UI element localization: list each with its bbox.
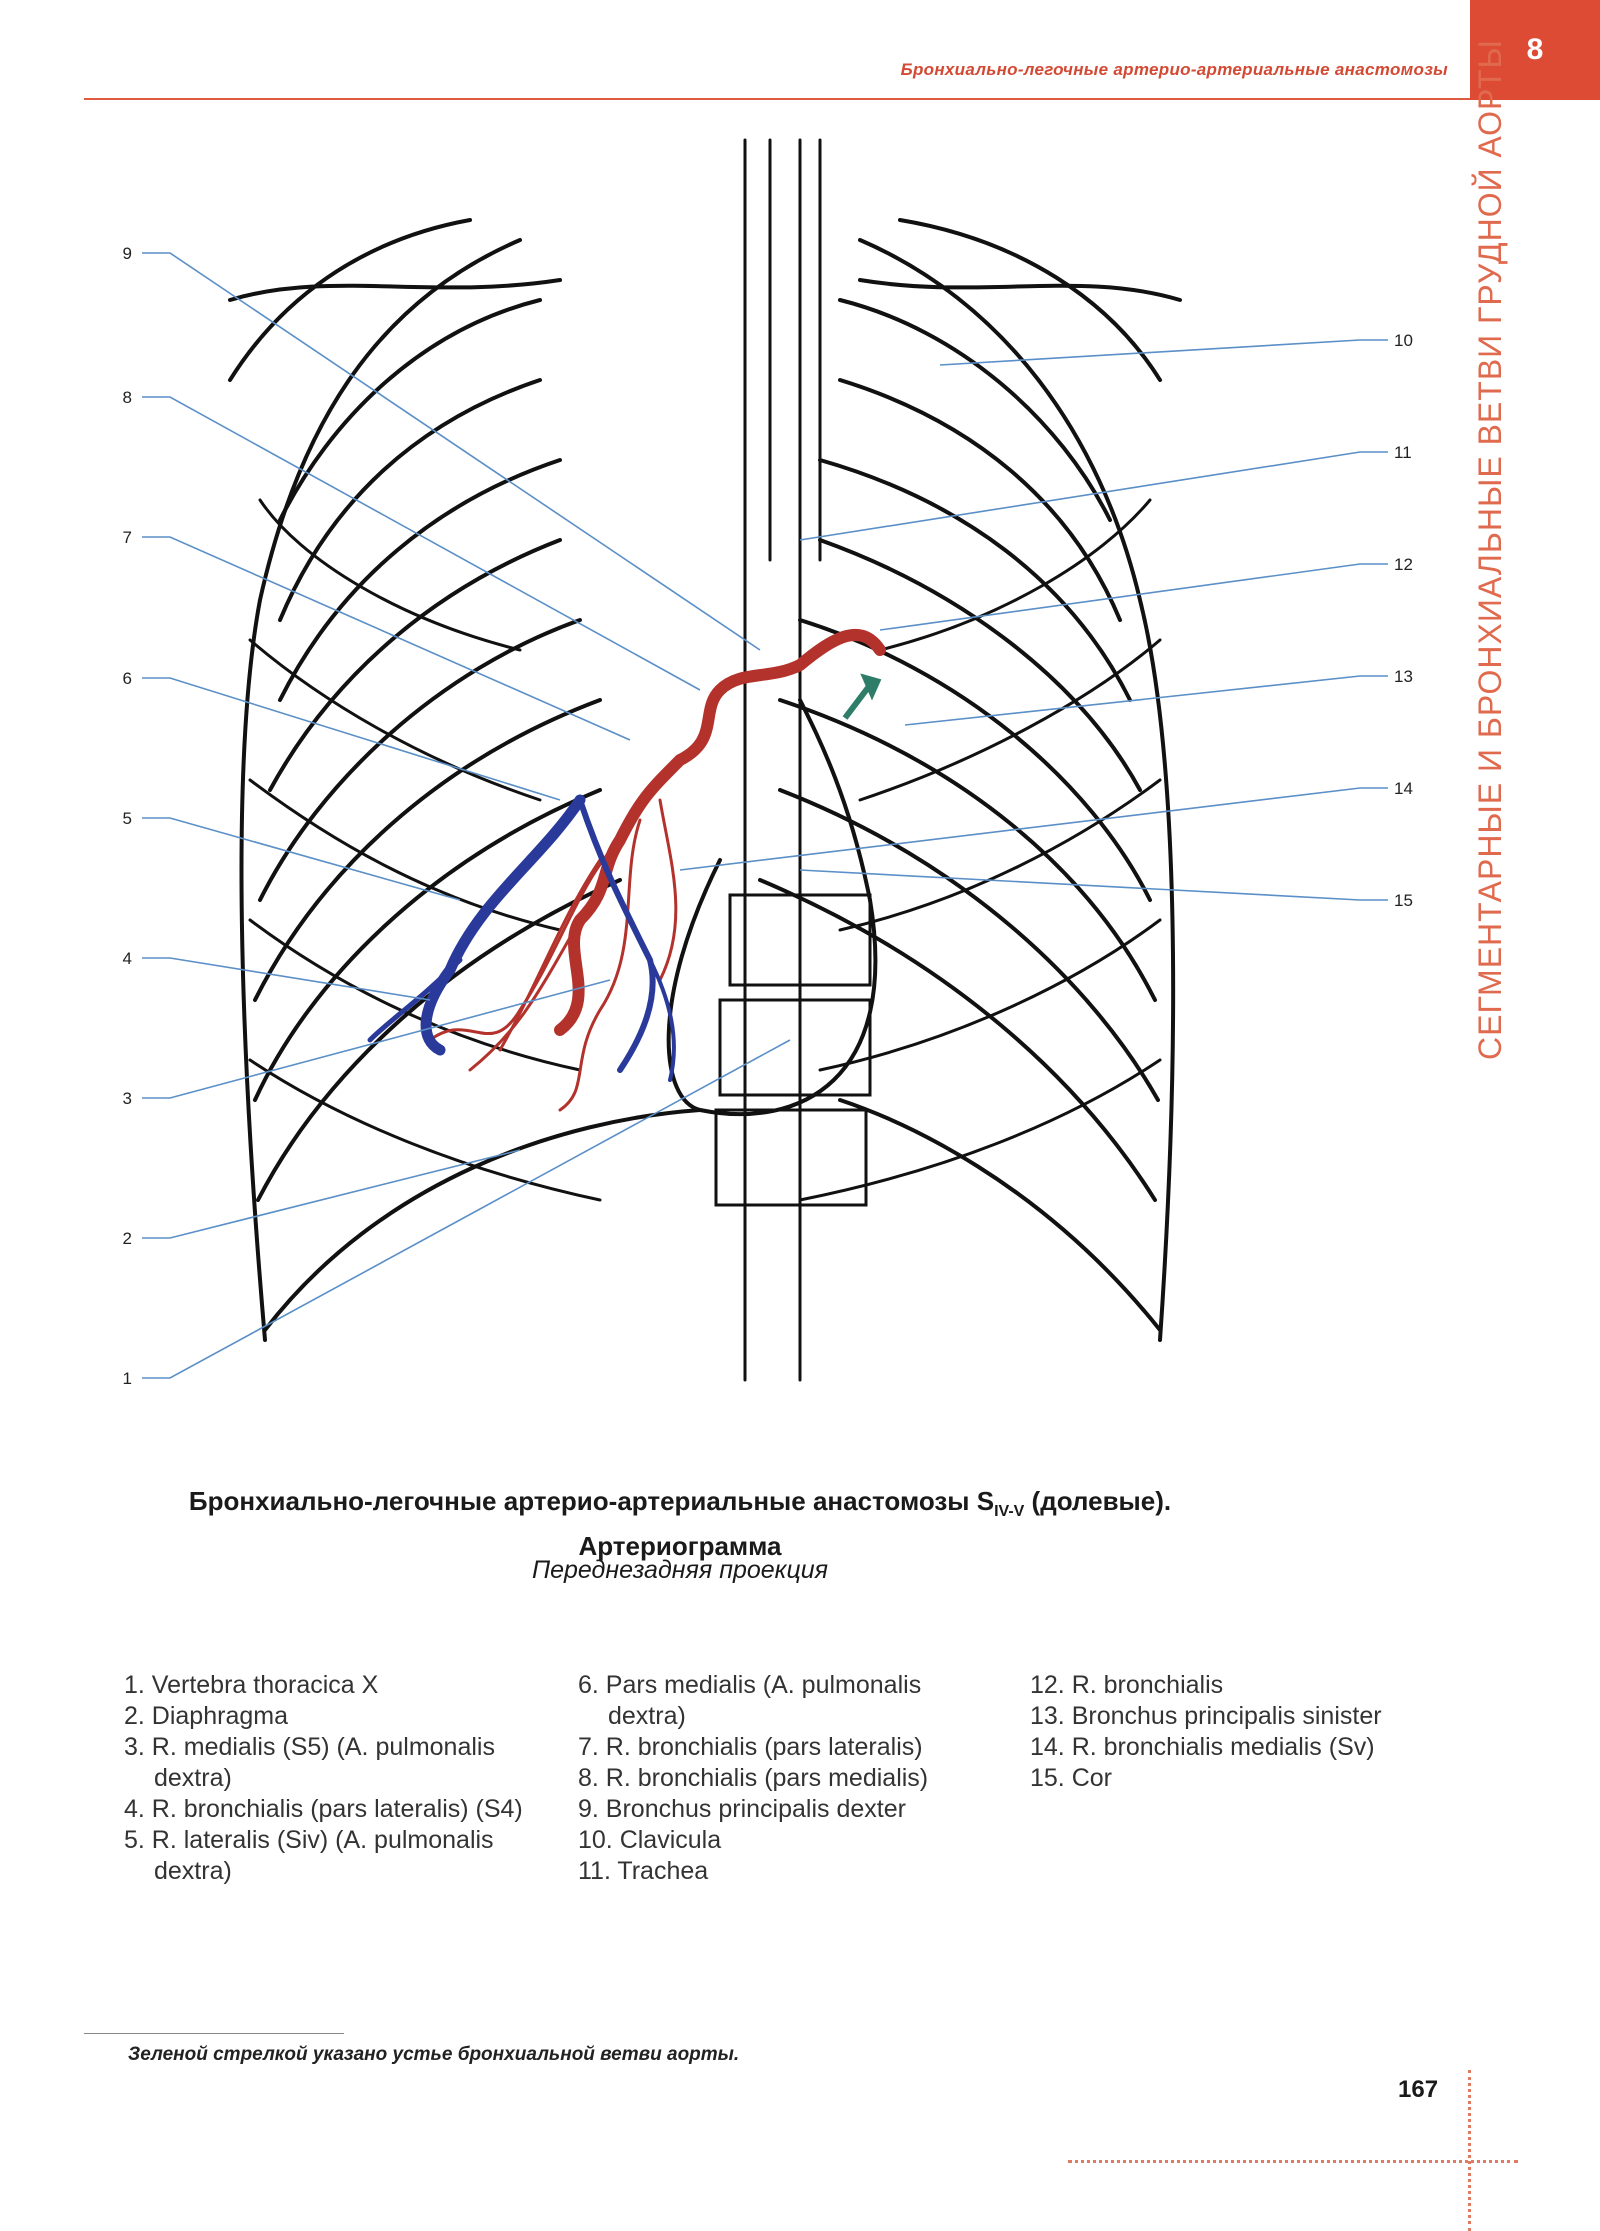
bronchial-artery-tree (428, 628, 886, 1112)
callout-9: 9 (123, 244, 132, 263)
legend-item: 6. Pars medialis (A. pulmonalis dextra) (578, 1671, 922, 1730)
callout-15: 15 (1394, 891, 1413, 910)
callout-3: 3 (123, 1089, 132, 1108)
legend-item: 14. R. bronchialis medialis (Sv) (1030, 1733, 1375, 1761)
pulmonary-artery-branch (367, 794, 676, 1082)
callout-10: 10 (1394, 331, 1413, 350)
callout-4: 4 (123, 949, 132, 968)
figure-caption-subtitle: Переднезадняя проекция (531, 1556, 829, 1584)
page-number: 167 (1398, 2076, 1439, 2103)
side-chapter-title: СЕГМЕНТАРНЫЕ И БРОНХИАЛЬНЫЕ ВЕТВИ ГРУДНО… (1472, 39, 1508, 1060)
green-arrow-icon (842, 673, 882, 720)
callout-5: 5 (123, 809, 132, 828)
header-rule (84, 98, 1470, 100)
callout-6: 6 (123, 669, 132, 688)
legend-item: 8. R. bronchialis (pars medialis) (578, 1764, 929, 1792)
callout-7: 7 (123, 528, 132, 547)
callout-8: 8 (123, 388, 132, 407)
decorative-dotted-line (1068, 2160, 1518, 2163)
running-head: Бронхиально-легочные артерио-артериальны… (900, 60, 1448, 79)
legend-item: 3. R. medialis (S5) (A. pulmonalis dextr… (124, 1733, 495, 1792)
callout-1: 1 (123, 1369, 132, 1388)
legend-column-2: 6. Pars medialis (A. pulmonalis dextra) … (578, 1670, 998, 1887)
legend-item: 11. Trachea (578, 1857, 709, 1885)
legend-item: 15. Cor (1030, 1764, 1112, 1792)
callout-13: 13 (1394, 667, 1413, 686)
legend-column-1: 1. Vertebra thoracica X 2. Diaphragma 3.… (124, 1670, 544, 1887)
legend-item: 4. R. bronchialis (pars lateralis) (S4) (124, 1795, 523, 1823)
legend-item: 13. Bronchus principalis sinister (1030, 1702, 1382, 1730)
legend-item: 5. R. lateralis (Siv) (A. pulmonalis dex… (124, 1826, 494, 1885)
footnote: Зеленой стрелкой указано устье бронхиаль… (128, 2044, 740, 2065)
legend-item: 9. Bronchus principalis dexter (578, 1795, 906, 1823)
legend-item: 12. R. bronchialis (1030, 1671, 1224, 1699)
legend-item: 10. Clavicula (578, 1826, 722, 1854)
footnote-rule (84, 2033, 344, 2034)
legend-item: 2. Diaphragma (124, 1702, 288, 1730)
chapter-number-tab: 8 (1470, 0, 1600, 100)
callout-11: 11 (1394, 443, 1412, 462)
chest-arteriogram-figure: 9 8 7 6 5 4 3 2 1 10 11 12 13 14 15 (123, 138, 1413, 1388)
legend-item: 7. R. bronchialis (pars lateralis) (578, 1733, 923, 1761)
leader-lines (142, 252, 1388, 1379)
figure-caption-title: Бронхиально-легочные артерио-артериальны… (188, 1486, 1172, 1562)
decorative-dotted-line (1468, 2070, 1471, 2231)
thorax-outline (228, 138, 1182, 1382)
legend-item: 1. Vertebra thoracica X (124, 1671, 379, 1699)
callout-2: 2 (123, 1229, 132, 1248)
callout-12: 12 (1394, 555, 1413, 574)
callout-14: 14 (1394, 779, 1413, 798)
legend-column-3: 12. R. bronchialis 13. Bronchus principa… (1030, 1670, 1450, 1794)
